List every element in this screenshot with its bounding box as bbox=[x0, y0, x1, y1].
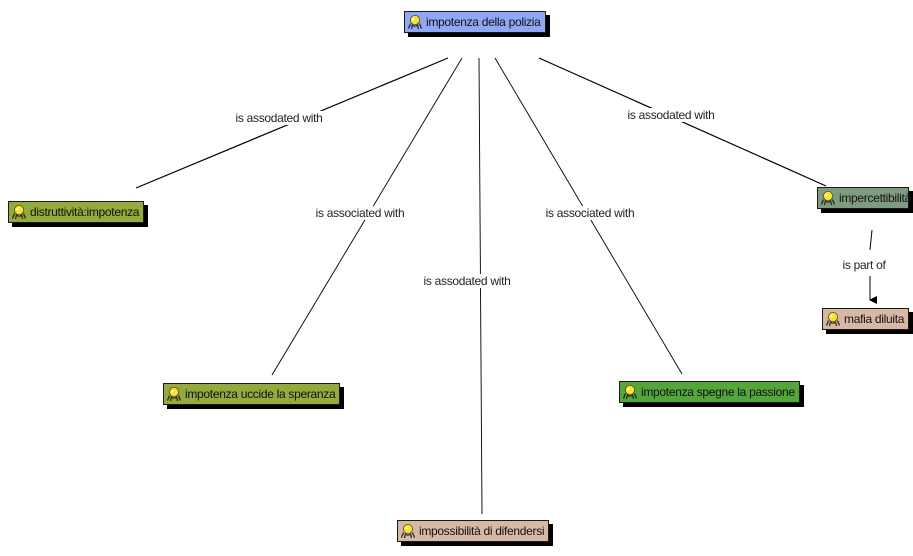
link-label-part-of: is part of bbox=[841, 258, 887, 272]
link-label-uccide: is associated with bbox=[314, 206, 406, 220]
link-label-impercettibilita: is assodated with bbox=[626, 108, 716, 122]
link-label-distruttivita: is assodated with bbox=[234, 111, 324, 125]
bulb-icon bbox=[166, 386, 182, 402]
concept-node-spegne[interactable]: impotenza spegne la passione bbox=[619, 381, 800, 403]
link-line-impercettibilita bbox=[538, 57, 827, 187]
link-line-part-of-upper bbox=[869, 229, 873, 251]
concept-label: impossibilità di difendersi bbox=[419, 524, 545, 538]
bulb-icon bbox=[820, 190, 836, 206]
concept-label: impotenza della polizia bbox=[426, 15, 541, 29]
link-label-spegne: is associated with bbox=[544, 206, 636, 220]
bulb-icon bbox=[407, 14, 423, 30]
concept-node-distruttivita[interactable]: distruttività:impotenza bbox=[8, 201, 145, 223]
concept-node-impossibilita[interactable]: impossibilità di difendersi bbox=[397, 520, 550, 542]
bulb-icon bbox=[11, 204, 27, 220]
concept-label: impercettibilità bbox=[839, 191, 911, 205]
concept-node-uccide[interactable]: impotenza uccide la speranza bbox=[163, 383, 341, 405]
concept-label: impotenza spegne la passione bbox=[641, 385, 795, 399]
link-label-impossibilita: is assodated with bbox=[422, 274, 512, 288]
bulb-icon bbox=[400, 523, 416, 539]
concept-label: distruttività:impotenza bbox=[30, 205, 140, 219]
bulb-icon bbox=[825, 311, 841, 327]
bulb-icon bbox=[622, 384, 638, 400]
concept-node-impercettibilita[interactable]: impercettibilità bbox=[817, 187, 911, 209]
concept-node-root[interactable]: impotenza della polizia bbox=[404, 11, 546, 33]
concept-label: impotenza uccide la speranza bbox=[185, 387, 336, 401]
concept-label: mafia diluita bbox=[844, 312, 905, 326]
concept-node-mafia[interactable]: mafia diluita bbox=[822, 308, 909, 330]
